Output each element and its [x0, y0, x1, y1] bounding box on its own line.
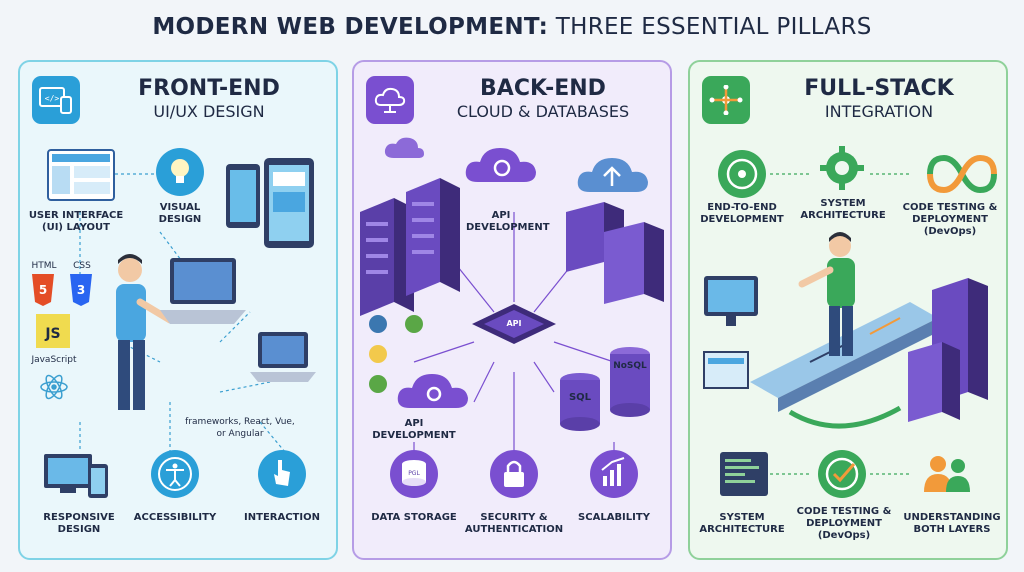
nodejs-icon — [369, 375, 387, 393]
backend-subtitle: CLOUD & DATABASES — [456, 102, 630, 121]
backend-title: BACK-END — [480, 76, 606, 101]
backend-panel: BACK-END CLOUD & DATABASES — [352, 60, 672, 560]
code-screen-icon — [720, 452, 768, 496]
backend-illustration — [360, 137, 664, 498]
two-people-icon — [924, 456, 970, 492]
frameworks-label: frameworks, React, Vue, or Angular — [185, 417, 295, 439]
frontend-title: FRONT-END — [138, 76, 280, 101]
pgl-label: PGL — [408, 470, 420, 477]
code-testing-bottom-label: CODE TESTING & DEPLOYMENT (DevOps) — [796, 506, 892, 541]
api-dev-top-label: API DEVELOPMENT — [466, 210, 550, 233]
css3-icon: 3 — [70, 274, 92, 306]
nosql-label: NoSQL — [613, 361, 647, 371]
svg-text:5: 5 — [39, 283, 47, 297]
react-icon — [40, 374, 68, 400]
sys-arch-top-label: SYSTEM ARCHITECTURE — [800, 198, 886, 221]
svg-text:</>: </> — [45, 94, 60, 103]
nosql-database-icon — [610, 347, 650, 417]
checkmark-circle-icon — [818, 450, 866, 498]
node-icon — [405, 315, 423, 333]
js-badge-text: JS — [45, 326, 61, 342]
target-circle-icon — [718, 150, 766, 198]
growth-chart-icon — [590, 450, 638, 498]
laptop-small-icon — [250, 332, 316, 382]
accessibility-label: ACCESSIBILITY — [133, 512, 217, 523]
integration-node-icon — [702, 76, 750, 124]
loop-arrow-icon — [788, 405, 902, 429]
interaction-label: INTERACTION — [244, 512, 320, 523]
lightbulb-icon — [156, 148, 204, 196]
frontend-illustration: 5 3 — [32, 148, 316, 498]
cloud-gear-lower-icon — [397, 374, 468, 408]
monitor-stack-icon — [703, 276, 758, 389]
frontend-panel: </> FRONT-END UI/UX DESIGN — [18, 60, 338, 560]
code-window-icon: </> — [32, 76, 80, 124]
title-bold: MODERN WEB DEVELOPMENT: — [152, 14, 549, 40]
data-storage-label: DATA STORAGE — [371, 512, 457, 523]
python-icon — [369, 315, 387, 333]
fullstack-panel: FULL-STACK INTEGRATION — [688, 60, 1008, 560]
padlock-icon — [490, 450, 538, 498]
server-rack-icon — [360, 178, 460, 316]
api-chip-icon — [472, 304, 556, 344]
developer-person-fullstack — [798, 232, 855, 356]
sys-arch-bottom-label: SYSTEM ARCHITECTURE — [699, 512, 785, 535]
html5-icon: 5 — [32, 274, 54, 306]
sql-label: SQL — [568, 392, 592, 403]
code-testing-top-label: CODE TESTING & DEPLOYMENT (DevOps) — [902, 202, 998, 237]
responsive-devices-icon — [44, 454, 108, 498]
css-label: CSS — [73, 261, 91, 271]
database-storage-icon — [390, 450, 438, 498]
title-rest: THREE ESSENTIAL PILLARS — [548, 14, 872, 40]
laptop-icon — [160, 258, 246, 324]
pointer-hand-icon — [258, 450, 306, 498]
e2e-label: END-TO-END DEVELOPMENT — [700, 202, 784, 225]
api-dev-bottom-label: API DEVELOPMENT — [372, 418, 456, 441]
js-icon — [36, 314, 70, 348]
small-cloud-icon — [384, 137, 424, 158]
python-icon-2 — [369, 345, 387, 363]
fullstack-illustration — [703, 146, 997, 498]
cloud-gear-icon — [465, 148, 536, 182]
fullstack-title: FULL-STACK — [804, 76, 954, 101]
server-rack-right-icon — [566, 202, 664, 304]
server-stack-fullstack-icon — [908, 278, 988, 422]
html-label: HTML — [31, 261, 57, 271]
svg-text:3: 3 — [77, 283, 85, 297]
cloud-network-icon — [366, 76, 414, 124]
page-title: MODERN WEB DEVELOPMENT: THREE ESSENTIAL … — [0, 14, 1024, 40]
developer-person — [116, 254, 174, 410]
accessibility-icon — [151, 450, 199, 498]
both-layers-label: UNDERSTANDING BOTH LAYERS — [903, 512, 1001, 535]
ui-layout-label: USER INTERFACE (UI) LAYOUT — [28, 210, 124, 233]
gear-icon — [820, 146, 864, 190]
responsive-design-label: RESPONSIVE DESIGN — [43, 512, 115, 535]
security-label: SECURITY & AUTHENTICATION — [464, 512, 564, 535]
javascript-label: JavaScript — [31, 355, 77, 365]
visual-design-label: VISUAL DESIGN — [158, 202, 202, 225]
cloud-upload-icon — [577, 158, 648, 192]
ui-layout-icon — [47, 149, 115, 201]
api-chip-label: API — [506, 319, 522, 328]
frontend-subtitle: UI/UX DESIGN — [153, 102, 265, 121]
fullstack-subtitle: INTEGRATION — [824, 102, 934, 121]
tablet-devices-icon — [226, 158, 314, 248]
infinity-loop-icon — [927, 154, 997, 194]
scalability-label: SCALABILITY — [578, 512, 650, 523]
sql-database-icon — [560, 373, 600, 431]
